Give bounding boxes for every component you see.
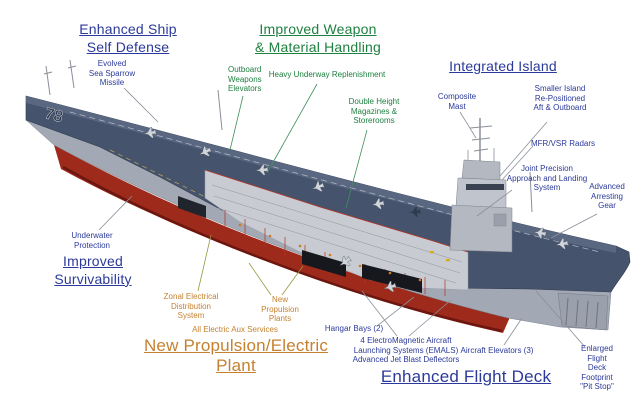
callout-smaller-island-repositioned: Smaller Island Re-Positioned Aft & Outbo… (533, 84, 587, 113)
island-structure (449, 118, 533, 253)
callout-double-height-magazines: Double Height Magazines & Storerooms (348, 97, 400, 126)
callout-underwater-protection: Underwater Protection (71, 231, 113, 250)
callout-joint-precision-landing: Joint Precision Approach and Landing Sys… (506, 164, 588, 193)
leader-new-prop-1 (248, 262, 272, 296)
leader-zonal (197, 234, 212, 292)
callout-composite-mast: Composite Mast (437, 92, 477, 111)
callout-enlarged-flight-deck-footprint: Enlarged Flight Deck Footprint "Pit Stop… (580, 344, 614, 392)
leader-joint-precision (476, 189, 513, 217)
heading-integrated-island: Integrated Island (449, 58, 557, 74)
callout-outboard-weapons-elevators: Outboard Weapons Elevators (228, 65, 262, 94)
leader-lines (98, 83, 598, 348)
hull-number: 78 (43, 105, 64, 126)
callout-evolved-sea-sparrow-missile: Evolved Sea Sparrow Missile (88, 59, 136, 88)
callout-all-electric-aux-services: All Electric Aux Services (192, 325, 278, 334)
stern-sponson (557, 292, 609, 331)
heading-improved-weapon-handling: Improved Weapon & Material Handling (255, 21, 381, 55)
leader-double-height (345, 129, 368, 209)
deck-stripe-main (69, 111, 601, 253)
leader-emals-2 (408, 299, 452, 337)
leader-new-prop-2 (281, 265, 304, 296)
red-hull-shadow (62, 165, 503, 333)
leader-underwater-protection (98, 195, 133, 231)
cutaway-interior (178, 169, 469, 296)
callout-new-propulsion-plants: New Propulsion Plants (261, 295, 299, 324)
leader-outboard-weapons (229, 95, 244, 151)
leader-emals-1 (361, 290, 398, 337)
leader-mfr-vsr (501, 145, 534, 181)
leader-hangar-bays (376, 296, 415, 327)
bow-antenna-masts (43, 59, 223, 131)
leader-composite-mast (459, 111, 477, 139)
callout-advanced-arresting-gear: Advanced Arresting Gear (589, 182, 625, 211)
callout-aircraft-elevators: Aircraft Elevators (3) (460, 346, 534, 355)
heading-improved-survivability: Improved Survivability (54, 253, 132, 287)
leader-sea-sparrow (123, 87, 159, 123)
callout-zonal-electrical-distribution: Zonal Electrical Distribution System (163, 292, 219, 321)
leader-heavy-underway (266, 83, 318, 174)
deck-vehicles (430, 251, 450, 262)
heading-enhanced-flight-deck: Enhanced Flight Deck (380, 367, 552, 386)
callout-emals-jet-blast-deflectors: 4 ElectroMagnetic Aircraft Launching Sys… (352, 336, 460, 365)
heading-new-propulsion-electric-plant: New Propulsion/Electric Plant (143, 336, 329, 376)
leader-aircraft-elevators (503, 317, 523, 346)
leader-smaller-island (499, 121, 548, 177)
callout-hangar-bays: Hangar Bays (2) (324, 324, 384, 333)
red-hull (54, 145, 510, 333)
leader-enlarged-footprint (535, 290, 586, 348)
callout-heavy-underway-replenishment: Heavy Underway Replenishment (268, 70, 386, 79)
heading-enhanced-ship-self-defense: Enhanced Ship Self Defense (79, 21, 177, 55)
leader-arresting-gear (550, 213, 598, 239)
callout-mfr-vsr-radars: MFR/VSR Radars (530, 139, 596, 148)
